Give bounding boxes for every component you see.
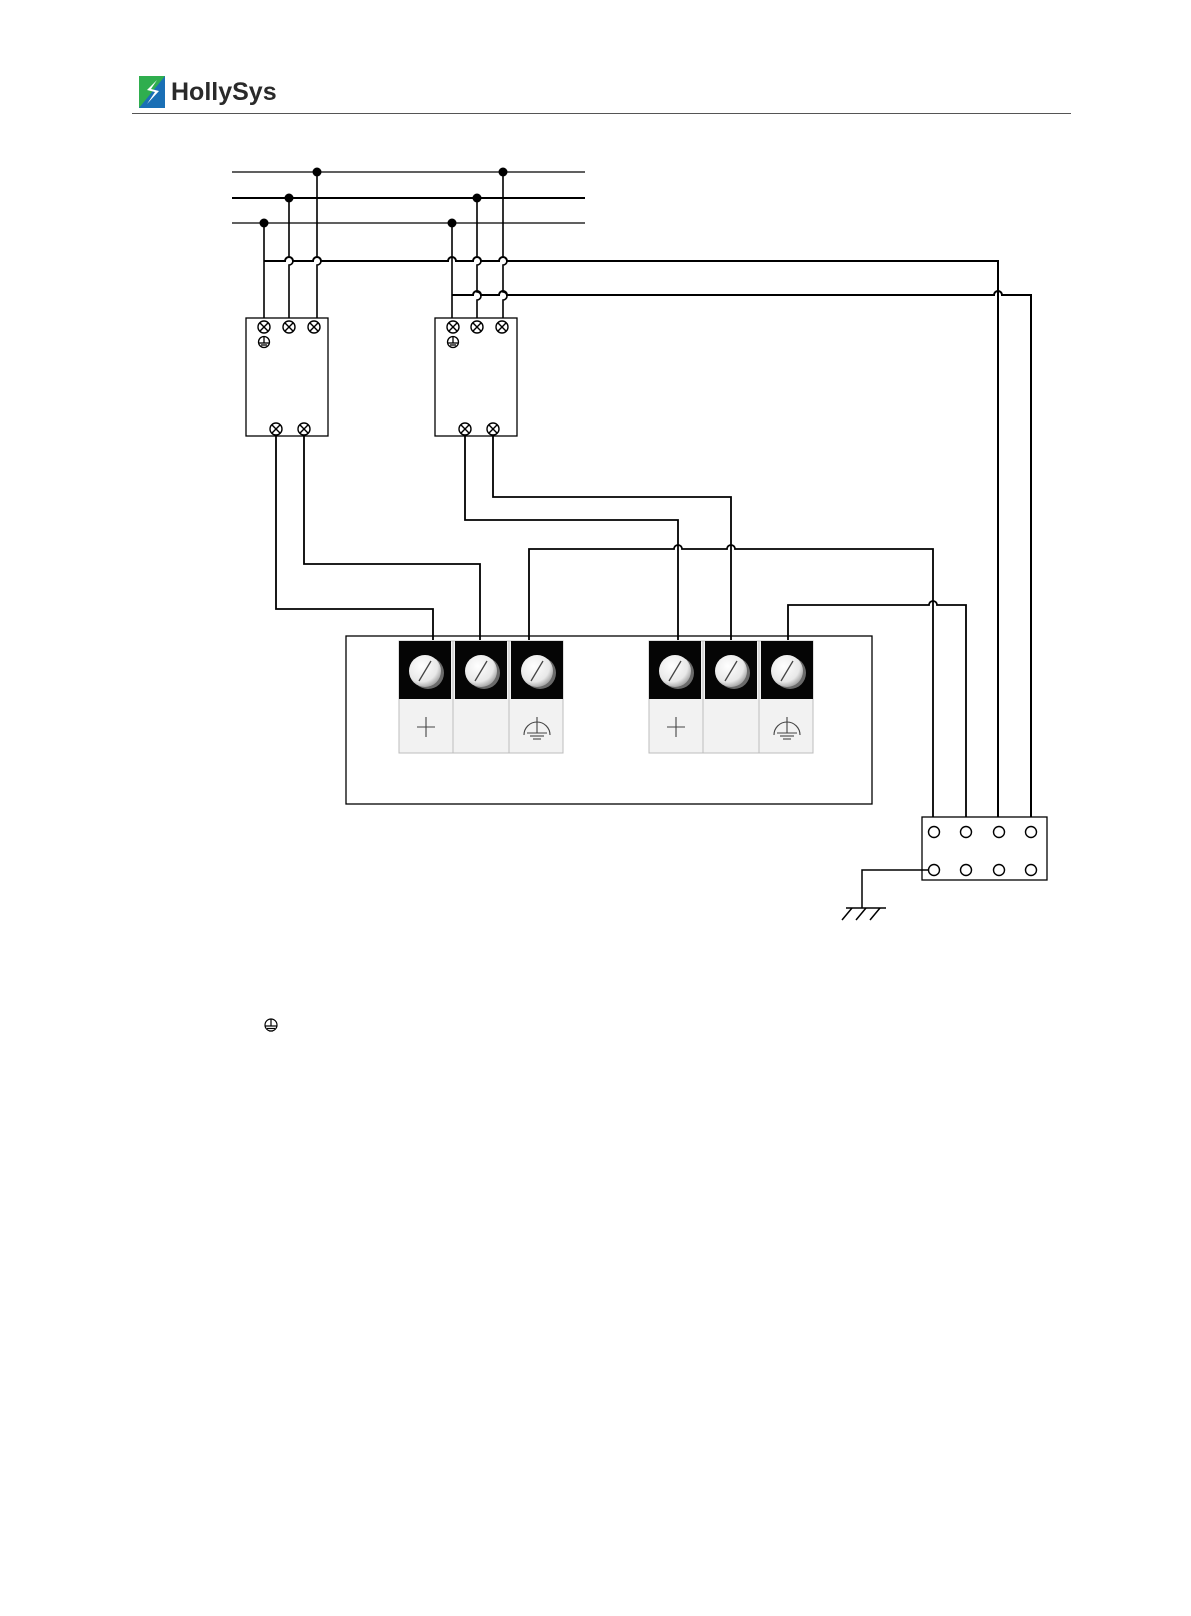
earth-ground-icon [842,870,928,920]
earth-terminal-block [922,817,1047,880]
bus-drops [264,172,507,320]
protective-earth-icon [259,337,270,348]
terminal-block-2 [649,641,813,753]
terminal-icon [1026,865,1037,876]
terminal-icon [270,423,282,435]
terminal-icon [961,865,972,876]
screw-terminal-icon [705,641,757,699]
terminal-icon [1026,827,1037,838]
terminal-icon [929,865,940,876]
terminal-icon [994,827,1005,838]
terminal-icon [471,321,483,333]
screw-terminal-icon [455,641,507,699]
terminal-icon [258,321,270,333]
power-module-1 [246,318,328,436]
terminal-icon [447,321,459,333]
terminal-icon [496,321,508,333]
terminal-icon [994,865,1005,876]
terminal-icon [487,423,499,435]
terminal-icon [929,827,940,838]
protective-earth-icon [448,337,459,348]
terminal-icon [459,423,471,435]
screw-terminal-icon [649,641,701,699]
terminal-block-1 [399,641,563,753]
terminal-icon [298,423,310,435]
terminal-icon [961,827,972,838]
earth-wires [264,257,1031,831]
terminal-icon [308,321,320,333]
terminal-icon [283,321,295,333]
output-wires [276,435,966,831]
power-module-2 [435,318,517,436]
screw-terminal-icon [399,641,451,699]
screw-terminal-icon [511,641,563,699]
screw-terminal-icon [761,641,813,699]
protective-earth-legend-icon [265,1019,277,1031]
